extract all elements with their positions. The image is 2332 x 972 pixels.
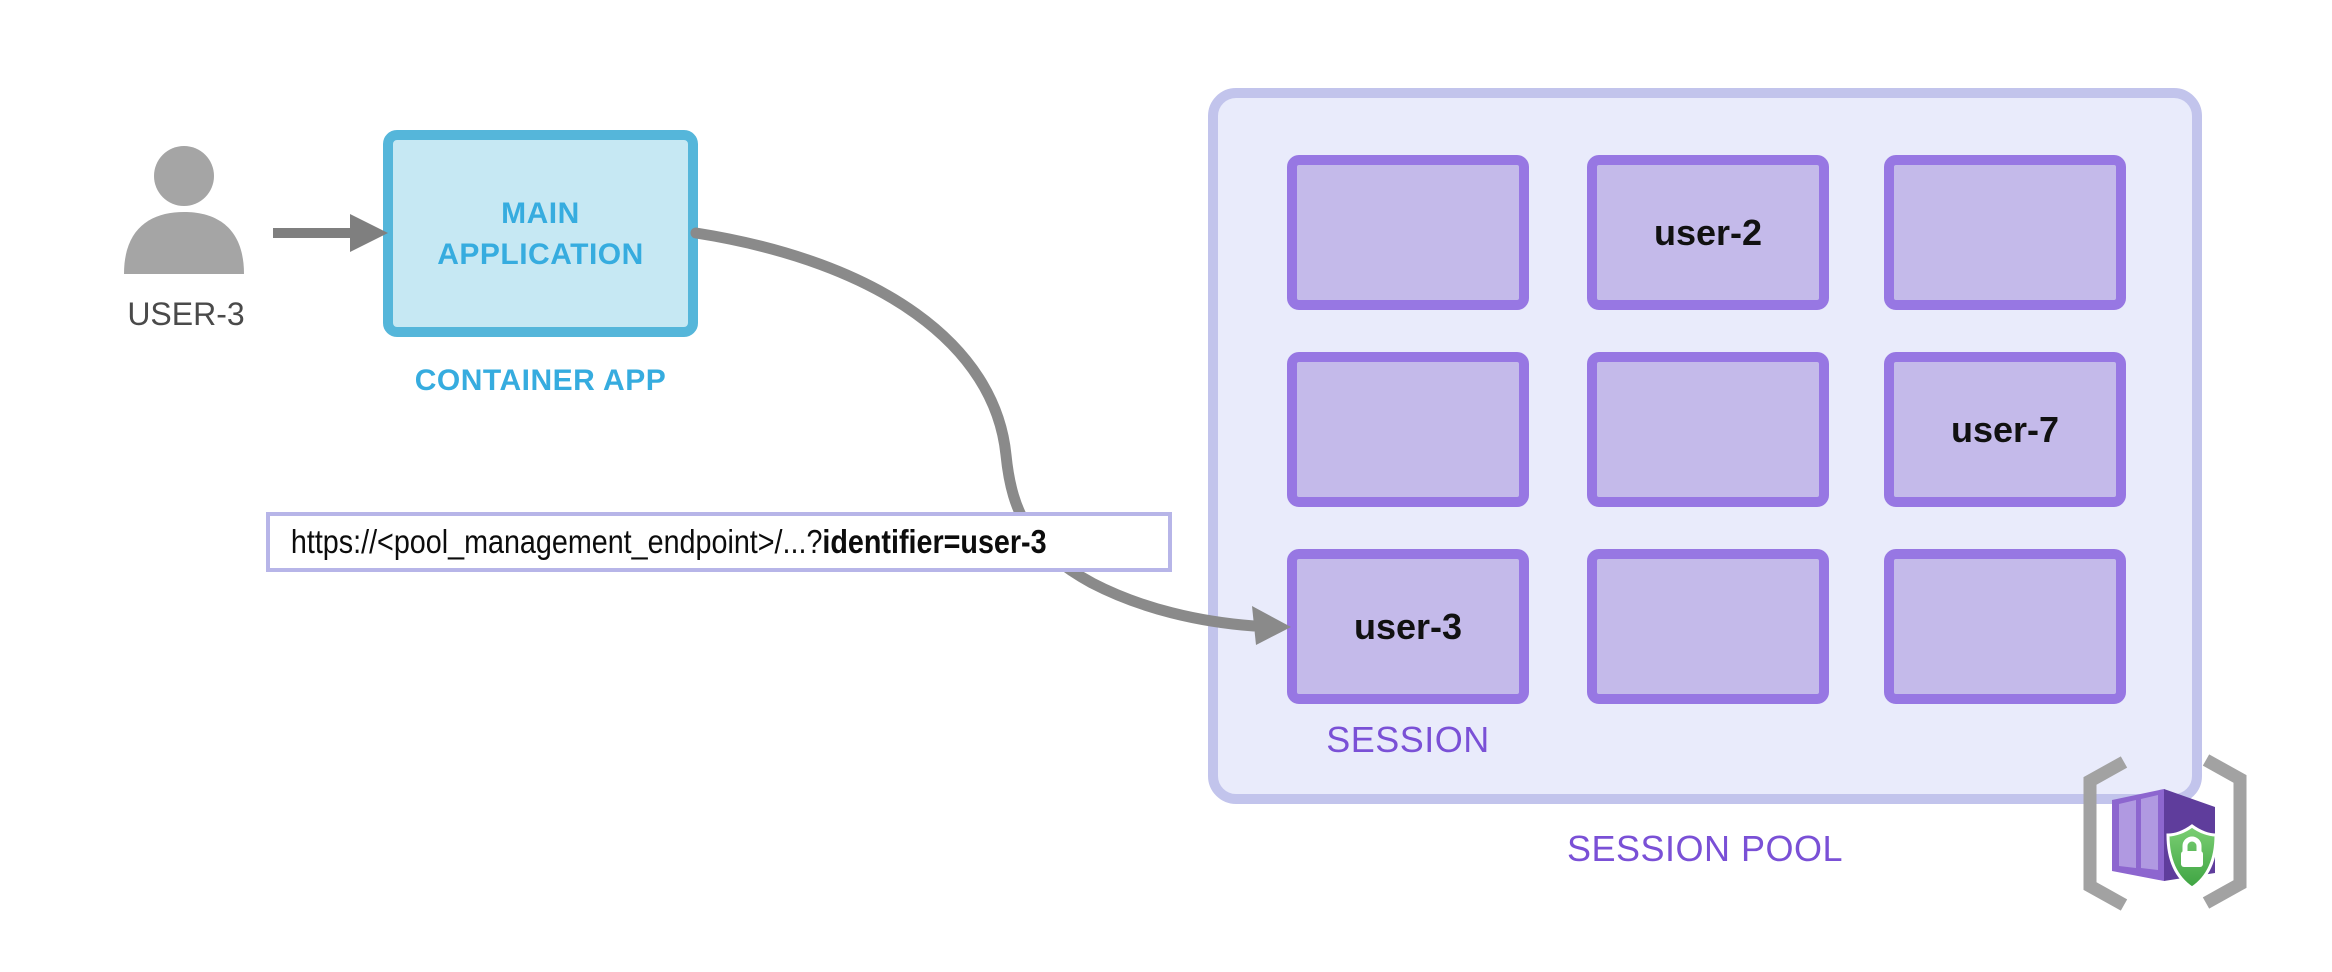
session-cell: [1287, 155, 1529, 310]
container-app-caption: CONTAINER APP: [414, 364, 667, 397]
session-caption: SESSION: [1326, 719, 1490, 760]
request-url-text: https://<pool_management_endpoint>/...?i…: [290, 523, 1047, 560]
session-cell: [1587, 549, 1829, 704]
main-application-label: MAIN APPLICATION: [437, 196, 644, 271]
session-cell: [1587, 352, 1829, 507]
session-cell: [1884, 155, 2126, 310]
bracket-left-icon: [2083, 756, 2128, 911]
session-cell-user-3: user-3: [1287, 549, 1529, 704]
session-pool: user-2 user-7 user-3 SESSION: [1208, 88, 2202, 804]
user-label: USER-3: [127, 296, 245, 332]
session-cell-user-7: user-7: [1884, 352, 2126, 507]
session-pool-caption: SESSION POOL: [1566, 828, 1844, 869]
user-icon: [124, 146, 244, 274]
session-cell-user-2: user-2: [1587, 155, 1829, 310]
session-cell: [1287, 352, 1529, 507]
request-url-box: https://<pool_management_endpoint>/...?i…: [266, 512, 1172, 572]
user-to-app-arrow: [273, 214, 388, 252]
shield-lock-icon: [2166, 824, 2218, 890]
session-cell: [1884, 549, 2126, 704]
app-to-session-arrow: [690, 227, 1291, 645]
main-application-node: MAIN APPLICATION: [383, 130, 698, 337]
bracket-right-icon: [2202, 754, 2247, 909]
